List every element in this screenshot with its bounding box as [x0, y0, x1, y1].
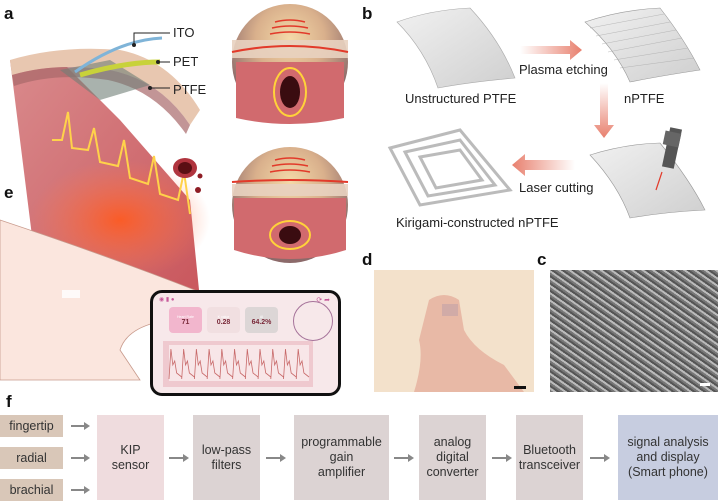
arrow-2	[266, 454, 286, 462]
step-nptfe: nPTFE	[624, 91, 665, 106]
stat-ai: AI 64.2%	[245, 307, 278, 333]
process-laser-cutting: Laser cutting	[519, 180, 594, 195]
nptfe-sheet	[584, 7, 701, 83]
ito-film	[74, 36, 163, 74]
laser-head	[655, 127, 683, 191]
arrow-brachial	[71, 486, 90, 494]
magnified-view-compressed	[231, 147, 349, 263]
phone-waveform	[168, 348, 310, 380]
pulse-waveform	[52, 111, 191, 215]
refresh-icon[interactable]: ⟳ ➦	[316, 297, 330, 304]
process-plasma-etching: Plasma etching	[519, 62, 608, 77]
magnified-view-rest	[231, 4, 349, 124]
stage-signal-analysis: signal analysis and display (Smart phone…	[618, 415, 718, 500]
step-unstructured-ptfe: Unstructured PTFE	[405, 91, 517, 106]
source-fingertip: fingertip	[0, 415, 63, 437]
stage-low-pass-filters: low-pass filters	[193, 415, 260, 500]
stage-bluetooth: Bluetooth transceiver	[516, 415, 583, 500]
sem-image-nptfe	[550, 270, 718, 392]
panel-letter-b: b	[362, 4, 373, 23]
down-arrow	[594, 83, 614, 138]
label-pet: PET	[173, 54, 199, 69]
arrow-fingertip	[71, 422, 90, 430]
body-organ-icon	[293, 301, 333, 341]
arrow-1	[169, 454, 189, 462]
stat-k-value: K value 0.28	[207, 307, 240, 333]
panel-letter-c: c	[537, 250, 547, 269]
stage-gain-amplifier: programmable gain amplifier	[294, 415, 389, 500]
arrow-5	[590, 454, 610, 462]
unstructured-ptfe-sheet	[396, 7, 516, 89]
step-kirigami-nptfe: Kirigami-constructed nPTFE	[396, 215, 559, 230]
source-radial: radial	[0, 447, 63, 469]
source-brachial: brachial	[0, 479, 63, 501]
laser-cut-sheet	[589, 142, 706, 219]
label-ptfe: PTFE	[173, 82, 207, 97]
wrist-sensor	[62, 290, 80, 298]
skin-top-layer	[10, 48, 200, 125]
stage-kip-sensor: KIP sensor	[97, 415, 164, 500]
arrow-radial	[71, 454, 90, 462]
stat-heart-rate: Heart Rate 71	[169, 307, 202, 333]
scale-bar	[514, 386, 526, 389]
scale-bar	[700, 383, 710, 386]
smartphone: ◉ ▮ ● ⟳ ➦ Heart Rate 71 K value 0.28 AI …	[150, 290, 341, 396]
arrow-4	[492, 454, 512, 462]
laser-cutting-arrow	[512, 154, 575, 176]
arrow-3	[394, 454, 414, 462]
fabrication-process-illustration	[387, 7, 706, 219]
photo-finger-sensor	[374, 270, 534, 392]
panel-letter-f: f	[6, 392, 12, 411]
panel-letter-d: d	[362, 250, 373, 269]
pulse-plot	[163, 341, 313, 387]
status-icons: ◉ ▮ ●	[159, 297, 175, 303]
plasma-etching-arrow	[520, 40, 582, 60]
stage-adc: analog digital converter	[419, 415, 486, 500]
kirigami-structure	[387, 128, 513, 207]
panel-letter-e: e	[4, 183, 14, 202]
panel-letter-a: a	[4, 4, 14, 23]
sensor-patch	[60, 60, 150, 100]
pet-film	[79, 59, 161, 78]
label-ito: ITO	[173, 25, 195, 40]
sensor-on-finger	[442, 304, 458, 316]
